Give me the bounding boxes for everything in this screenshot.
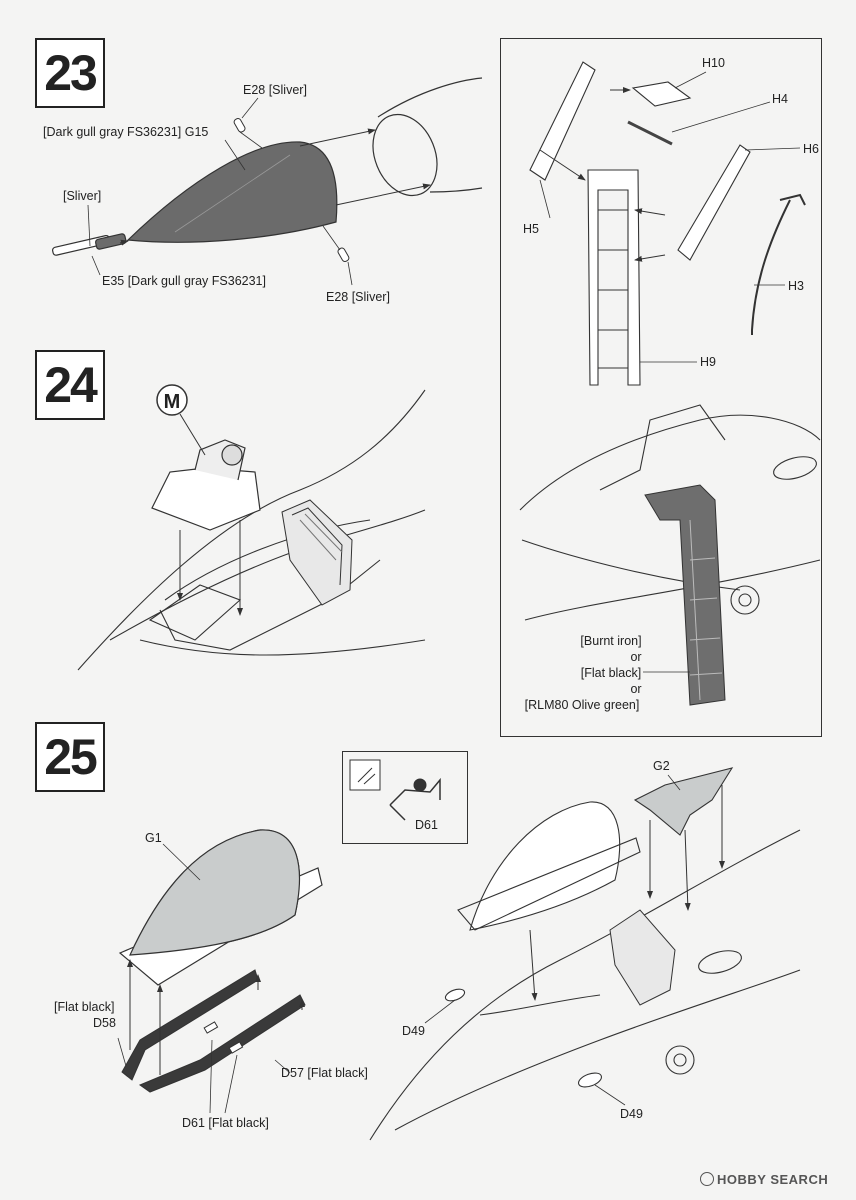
label-g2: G2 <box>653 759 670 773</box>
label-h5: H5 <box>523 222 539 236</box>
canopy-on-jet <box>457 801 641 931</box>
label-inset-d61: D61 <box>415 818 438 832</box>
watermark-logo-icon <box>700 1172 714 1186</box>
fuselage-tube <box>372 77 483 197</box>
ladder-color-3: [RLM80 Olive green] <box>524 698 640 712</box>
label-d49-bottom: D49 <box>620 1107 643 1121</box>
canopy-rear-g2 <box>633 767 734 836</box>
canopy-frame-d57-d58 <box>121 969 306 1093</box>
d61-inset-frame <box>342 751 468 844</box>
label-d49-left: D49 <box>402 1024 425 1038</box>
label-h6: H6 <box>803 142 819 156</box>
ladder-or-1: or <box>630 650 642 664</box>
cockpit-fuselage-24 <box>77 389 426 671</box>
console-part-m <box>151 439 261 531</box>
ladder-attached <box>644 484 726 706</box>
jet-nose-25 <box>369 829 801 1141</box>
label-d61: D61 [Flat black] <box>182 1116 269 1130</box>
label-h9: H9 <box>700 355 716 369</box>
ladder-color-1: [Burnt iron] <box>580 634 642 648</box>
nose-cone-g15 <box>126 141 338 243</box>
label-h10: H10 <box>702 56 725 70</box>
label-g1: G1 <box>145 831 162 845</box>
step-24-number: 24 <box>35 350 105 420</box>
step-25-number: 25 <box>35 722 105 792</box>
label-h3: H3 <box>788 279 804 293</box>
step-23-number: 23 <box>35 38 105 108</box>
watermark: HOBBY SEARCH <box>700 1172 828 1187</box>
cockpit-seat-25 <box>609 909 676 1006</box>
inset-icon <box>349 759 441 821</box>
label-g15: [Dark gull gray FS36231] G15 <box>43 125 209 139</box>
label-d57: D57 [Flat black] <box>281 1066 368 1080</box>
label-d58-color: [Flat black] <box>54 1000 115 1014</box>
label-sliver: [Sliver] <box>63 189 102 203</box>
label-h4: H4 <box>772 92 788 106</box>
ladder-color-2: [Flat black] <box>580 666 642 680</box>
pitot-probe-e35 <box>51 233 127 256</box>
cockpit-seat-24 <box>281 499 353 606</box>
label-d58: D58 <box>93 1016 116 1030</box>
marker-m: M <box>164 391 181 413</box>
ladder-panel-frame <box>500 38 822 737</box>
label-e35: E35 [Dark gull gray FS36231] <box>102 274 266 288</box>
label-e28-bottom: E28 [Sliver] <box>326 290 390 304</box>
label-e28-top: E28 [Sliver] <box>243 83 307 97</box>
canopy-g1 <box>118 829 323 986</box>
ladder-exploded <box>529 61 806 386</box>
ladder-or-2: or <box>630 682 642 696</box>
